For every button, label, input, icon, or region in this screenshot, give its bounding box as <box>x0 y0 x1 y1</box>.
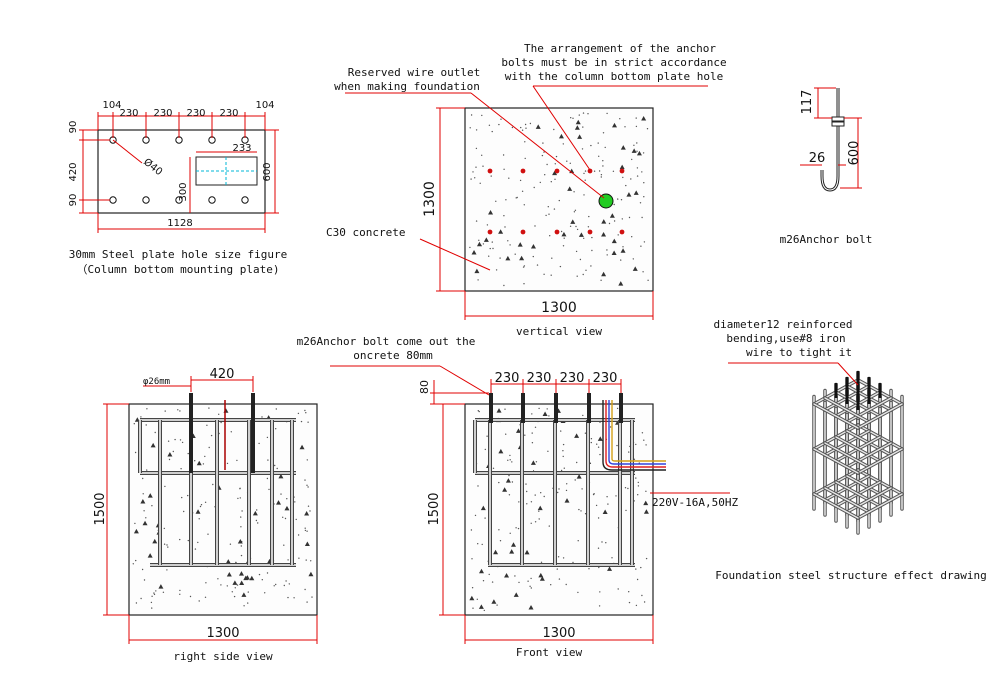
vertical-view: Reserved wire outlet when making foundat… <box>326 42 727 338</box>
anchor-bolt-dim-117: 117 <box>800 90 815 115</box>
bolt-hole <box>587 229 593 235</box>
plate-dim-1128: 1128 <box>167 218 192 229</box>
plate-hole <box>142 196 150 204</box>
cage-caption: Foundation steel structure effect drawin… <box>715 569 987 582</box>
plate-box-width: 233 <box>232 143 251 154</box>
plate-dim-230: 230 <box>153 108 172 119</box>
plate-dim-90-bottom: 90 <box>68 194 79 207</box>
power-spec-label: 220V-16A,50HZ <box>652 496 738 509</box>
plate-box-height: 300 <box>178 182 189 201</box>
front-spacing: 230 <box>560 371 585 386</box>
vertical-view-caption: vertical view <box>516 325 602 338</box>
cage-note-line1: diameter12 reinforced <box>713 318 852 331</box>
cage-note-line2: bending,use#8 iron <box>726 332 845 345</box>
anchor-bolt <box>619 393 623 423</box>
plate-dim-104-left: 104 <box>102 100 121 111</box>
front-view: m26Anchor bolt come out the oncrete 80mm… <box>297 335 739 659</box>
anchor-bolt <box>587 393 591 423</box>
anchor-bolt <box>554 393 558 423</box>
plate-hole <box>208 196 216 204</box>
bolt-hole <box>619 168 625 174</box>
plate-caption-line1: 30mm Steel plate hole size figure <box>69 248 288 261</box>
plate-dim-230: 230 <box>219 108 238 119</box>
anchor-bolt <box>189 393 193 473</box>
bolt-hole <box>554 168 560 174</box>
front-width: 1300 <box>542 626 575 641</box>
bolt-protrusion-note-line1: m26Anchor bolt come out the <box>297 335 476 348</box>
anchor-bolt-dim-26: 26 <box>809 151 826 166</box>
front-view-caption: Front view <box>516 646 583 659</box>
front-spacing: 230 <box>495 371 520 386</box>
plate-dim-104-right: 104 <box>255 100 274 111</box>
wire-outlet-note-line2: when making foundation <box>334 80 480 93</box>
anchor-bolt-caption: m26Anchor bolt <box>780 233 873 246</box>
anchor-bolt-figure: 117 600 26 m26Anchor bolt <box>780 87 873 246</box>
bolt-hole <box>520 168 526 174</box>
cage-note-line3: wire to tight it <box>746 346 852 359</box>
bolt-hole <box>487 168 493 174</box>
front-spacing: 230 <box>593 371 618 386</box>
plate-dim-90-top: 90 <box>68 121 79 134</box>
bolt-diameter-label: φ26mm <box>143 377 170 387</box>
vertical-view-block <box>464 107 654 292</box>
front-view-block <box>464 403 654 616</box>
bolt-arrangement-note-line2: bolts must be in strict accordance <box>501 56 726 69</box>
wire-outlet-note-line1: Reserved wire outlet <box>348 66 480 79</box>
steel-cage-3d <box>812 370 904 535</box>
bolt-arrangement-note-line3: with the column bottom plate hole <box>505 70 724 83</box>
right-side-spacing: 420 <box>210 367 235 382</box>
bolt-arrangement-note-line1: The arrangement of the anchor <box>524 42 716 55</box>
bolt-hole <box>520 229 526 235</box>
plate-hole <box>241 196 249 204</box>
bolt-hole <box>587 168 593 174</box>
vertical-view-width: 1300 <box>541 300 577 316</box>
anchor-bolt-dim-600: 600 <box>847 141 862 166</box>
vertical-view-bolt-holes <box>487 168 625 235</box>
steel-plate-figure: 104 230 230 230 230 104 90 420 90 600 Ø4… <box>68 100 287 276</box>
plate-hole <box>175 196 183 204</box>
bolt-hole <box>554 229 560 235</box>
right-side-rebar-cage <box>138 418 296 567</box>
bolt-hole <box>619 229 625 235</box>
steel-cage-figure: diameter12 reinforced bending,use#8 iron… <box>713 318 986 582</box>
concrete-grade-label: C30 concrete <box>326 226 405 239</box>
plate-dim-420: 420 <box>68 162 79 181</box>
anchor-bolt <box>489 393 493 423</box>
power-cable <box>602 400 666 471</box>
plate-dim-600: 600 <box>262 162 273 181</box>
plate-dim-230: 230 <box>186 108 205 119</box>
front-bolt-rise: 80 <box>418 380 431 394</box>
bolt-protrusion-note-line2: oncrete 80mm <box>353 349 433 362</box>
vertical-view-height: 1300 <box>422 181 438 217</box>
bolt-hole <box>487 229 493 235</box>
concrete-texture <box>469 112 649 287</box>
right-side-height: 1500 <box>93 492 108 525</box>
wire-outlet-marker <box>598 193 614 209</box>
front-spacing: 230 <box>527 371 552 386</box>
plate-caption-line2: （Column bottom mounting plate) <box>76 263 279 276</box>
anchor-bolt <box>521 393 525 423</box>
right-side-width: 1300 <box>206 626 239 641</box>
front-height: 1500 <box>427 492 442 525</box>
anchor-bolt <box>251 393 255 473</box>
right-side-caption: right side view <box>173 650 273 663</box>
right-side-view: φ26mm 420 1500 1300 right side view <box>93 367 318 663</box>
plate-dim-230: 230 <box>119 108 138 119</box>
